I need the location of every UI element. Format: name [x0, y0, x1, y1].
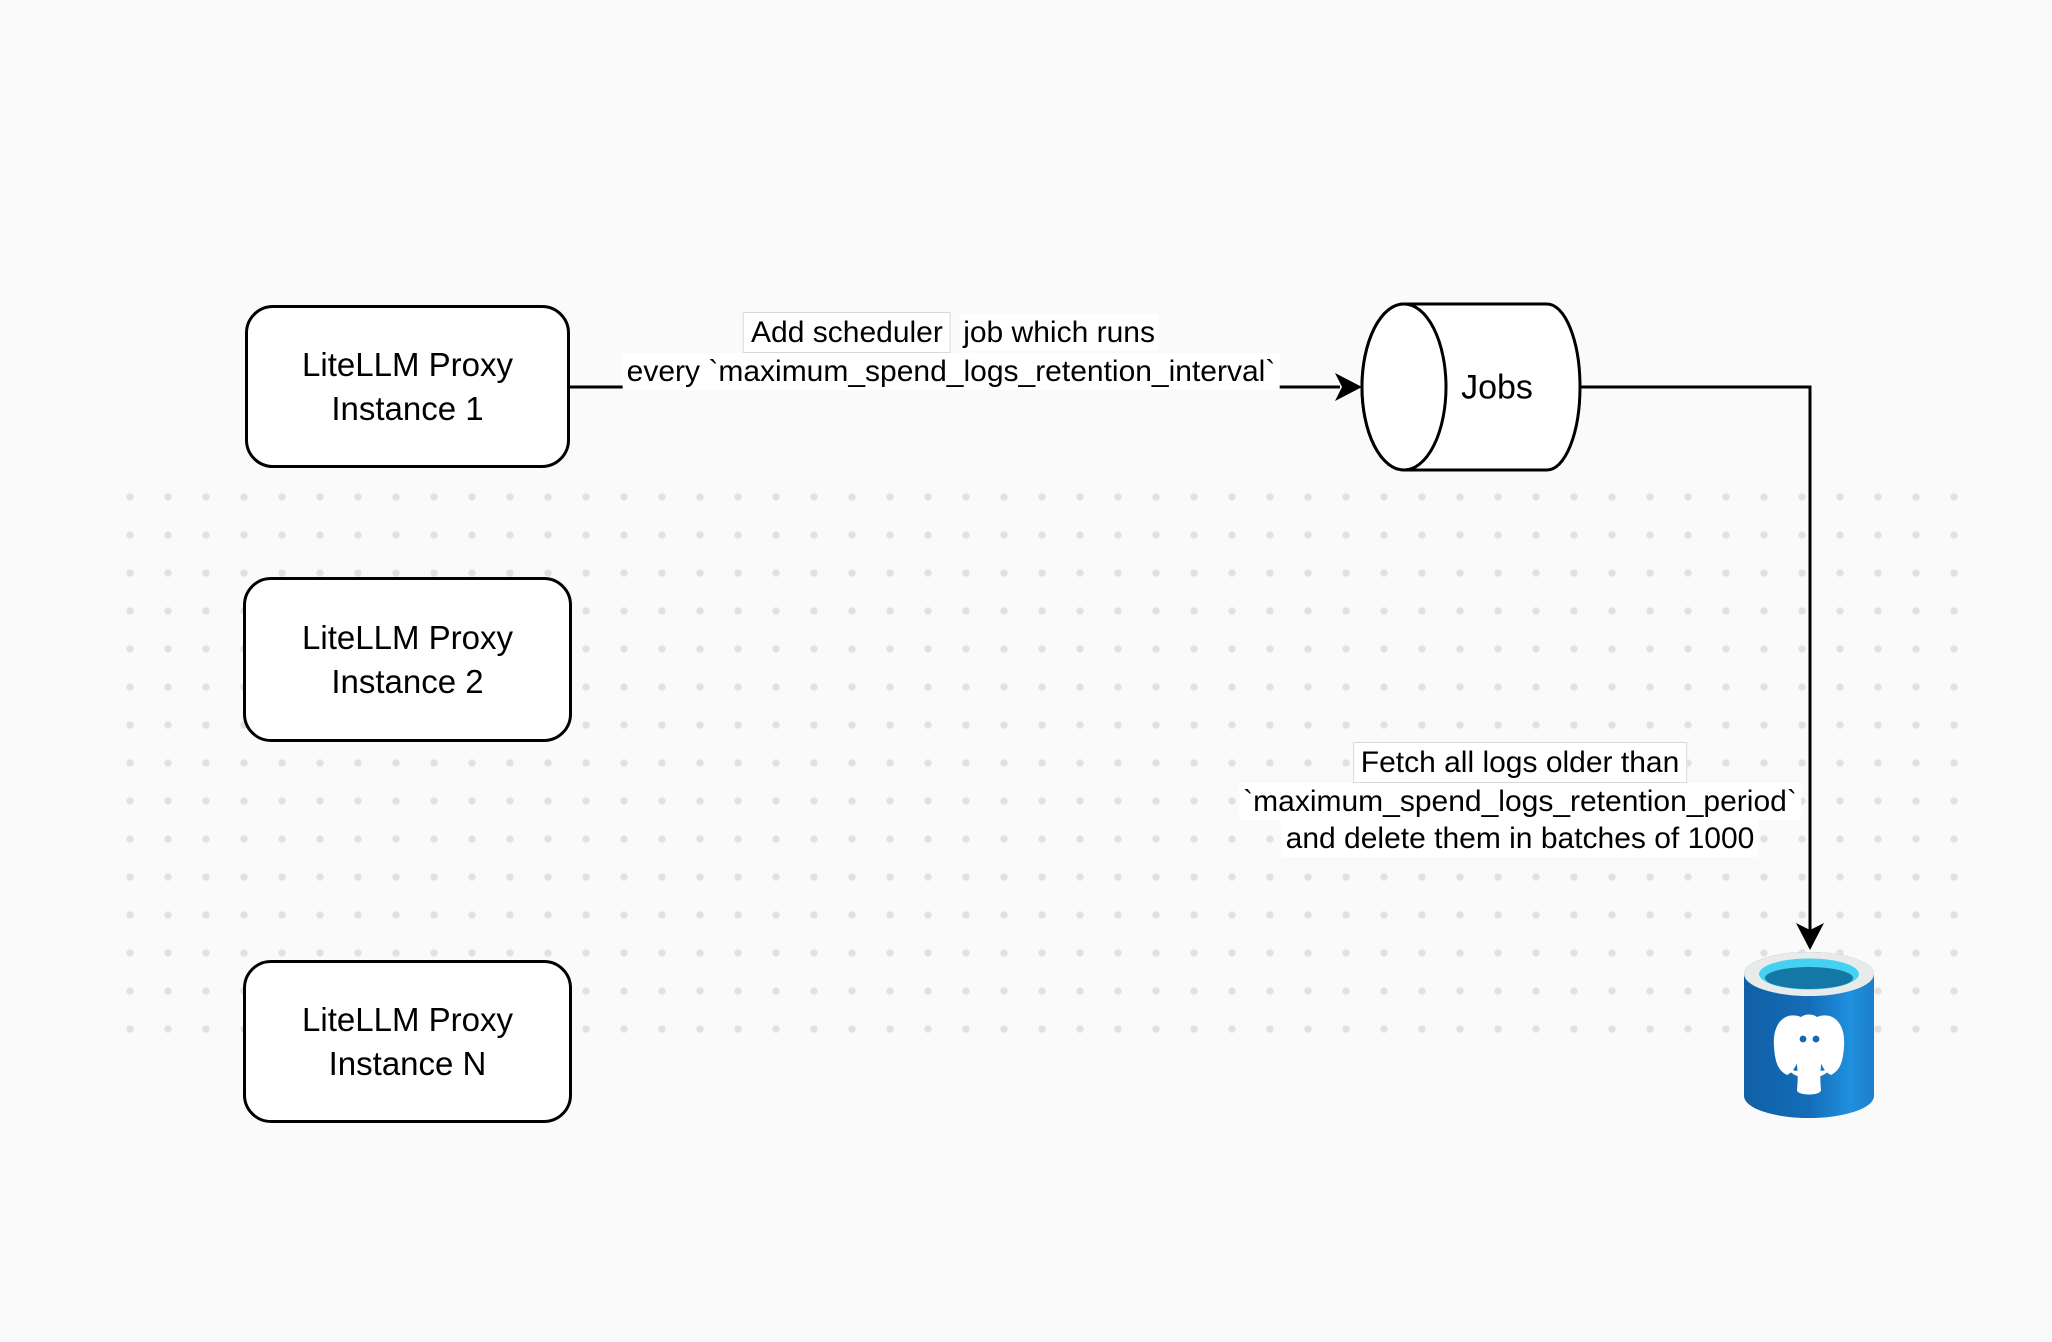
node-label-line: Instance 1 [331, 389, 484, 427]
postgres-cylinder-water-deep [1765, 967, 1853, 989]
edge-label-segment: `maximum_spend_logs_retention_period` [1239, 783, 1801, 820]
edge-label-line: Fetch all logs older than [1239, 742, 1801, 783]
jobs-label: Jobs [1461, 368, 1533, 407]
postgres-elephant [1773, 1014, 1845, 1095]
node-label-line: LiteLLM Proxy [302, 345, 513, 383]
arrowhead-down-icon [1796, 923, 1824, 950]
edge-label-line: `maximum_spend_logs_retention_period` [1239, 783, 1801, 820]
jobs-cylinder [1360, 302, 1582, 472]
edge-label-line: Add scheduler job which runs [623, 312, 1280, 353]
edge-label-segment: Fetch all logs older than [1352, 742, 1688, 783]
elephant-eye [1812, 1035, 1820, 1043]
edge-label-line: every `maximum_spend_logs_retention_inte… [622, 353, 1280, 390]
node-label-line: Instance 2 [331, 662, 484, 700]
arrowhead-right-icon [1335, 373, 1362, 401]
edge-label-segment: Add scheduler [743, 312, 951, 353]
edge-label-line: and delete them in batches of 1000 [1239, 820, 1801, 857]
edge-label-fetch: Fetch all logs older than `maximum_spend… [1239, 742, 1801, 857]
node-label-line: LiteLLM Proxy [302, 1000, 513, 1038]
edge-label-segment: every `maximum_spend_logs_retention_inte… [622, 353, 1280, 390]
edge-label-segment: job which runs [959, 314, 1159, 351]
edge-label-segment: and delete them in batches of 1000 [1281, 820, 1759, 857]
node-litellm-proxy-instance-2: LiteLLM Proxy Instance 2 [243, 577, 572, 742]
edge-label-scheduler: Add scheduler job which runs every `maxi… [622, 312, 1280, 390]
elephant-eye [1799, 1035, 1807, 1043]
postgresql-database-icon [1744, 952, 1874, 1118]
node-label-line: Instance N [328, 1044, 487, 1082]
node-litellm-proxy-instance-n: LiteLLM Proxy Instance N [243, 960, 572, 1123]
edge-fetch-line [1580, 385, 1812, 938]
node-litellm-proxy-instance-1: LiteLLM Proxy Instance 1 [245, 305, 570, 468]
node-label-line: LiteLLM Proxy [302, 618, 513, 656]
